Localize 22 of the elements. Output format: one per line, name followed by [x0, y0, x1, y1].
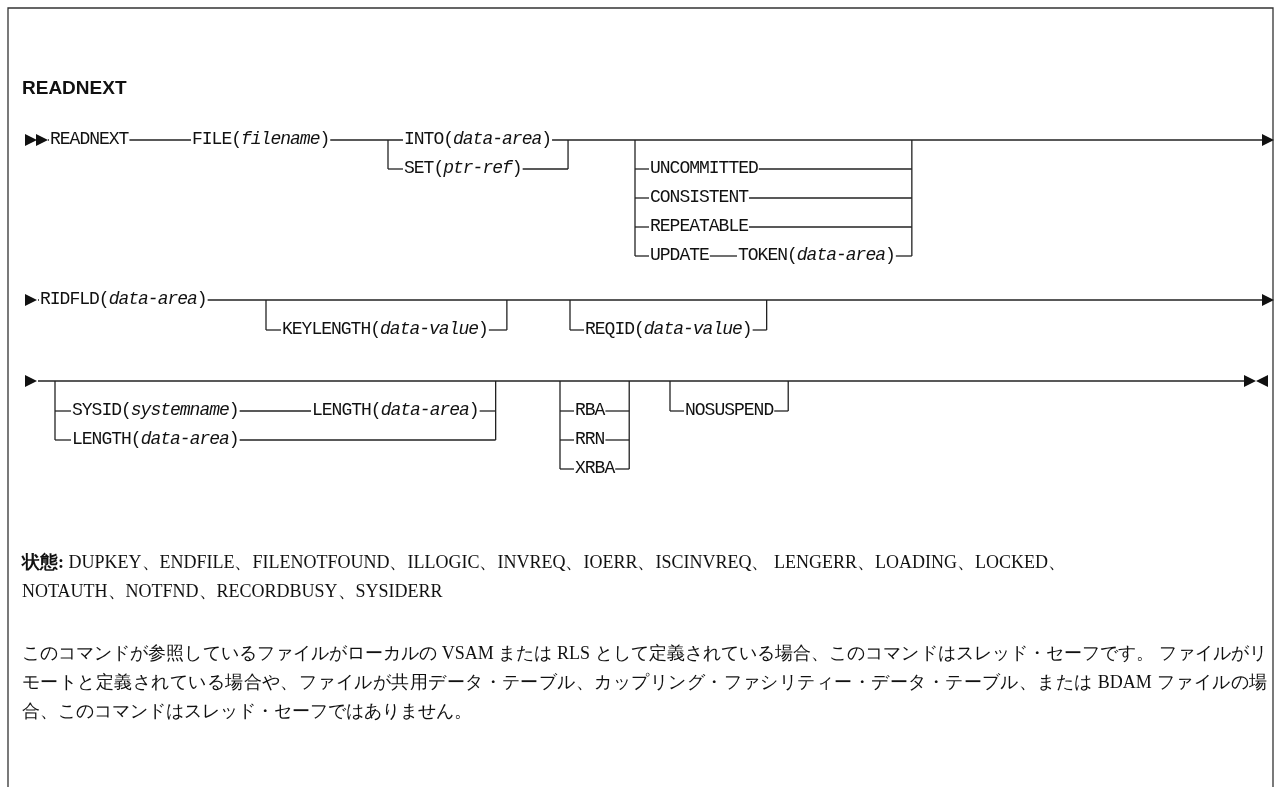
- syntax-keyword: REQID(data-value): [585, 318, 752, 340]
- syntax-keyword: LENGTH(data-area): [312, 399, 479, 421]
- note-text: このコマンドが参照しているファイルがローカルの VSAM または RLS として定義されている場合、このコマンドはスレッド・セーフです。 ファイルがリモートと定義されている場合や、ファイルが共用データ・テーブル、カップリング・ファシリティー・データ・テーブル、または BDAM ファイルの場合、このコマンドはスレッド・セーフではありません。: [22, 642, 1267, 723]
- syntax-keyword: RIDFLD(data-area): [40, 288, 207, 310]
- syntax-keyword: SET(ptr-ref): [404, 157, 522, 179]
- syntax-keyword: XRBA: [575, 457, 615, 479]
- syntax-keyword: UNCOMMITTED: [650, 157, 758, 179]
- syntax-keyword: CONSISTENT: [650, 186, 749, 208]
- syntax-keyword: LENGTH(data-area): [72, 428, 239, 450]
- condition-list: 状態: DUPKEY、ENDFILE、FILENOTFOUND、ILLOGIC、INVREQ、IOERR、ISCINVREQ、 LENGERR、LOADING、LOCKED、NOTAUTH、NOTFND、RECORDBUSY、SYSIDERR: [22, 548, 1102, 606]
- syntax-keyword: SYSID(systemname): [72, 399, 239, 421]
- syntax-keyword: FILE(filename): [192, 128, 330, 150]
- syntax-keyword: TOKEN(data-area): [738, 244, 895, 266]
- syntax-keyword: KEYLENGTH(data-value): [282, 318, 488, 340]
- syntax-keyword: RRN: [575, 428, 605, 450]
- syntax-keyword: NOSUSPEND: [685, 399, 774, 421]
- syntax-keyword: UPDATE: [650, 244, 709, 266]
- syntax-keyword: INTO(data-area): [404, 128, 552, 150]
- syntax-keyword: RBA: [575, 399, 605, 421]
- syntax-keyword: REPEATABLE: [650, 215, 749, 237]
- heading: READNEXT: [22, 76, 127, 100]
- syntax-keyword: READNEXT: [50, 128, 129, 150]
